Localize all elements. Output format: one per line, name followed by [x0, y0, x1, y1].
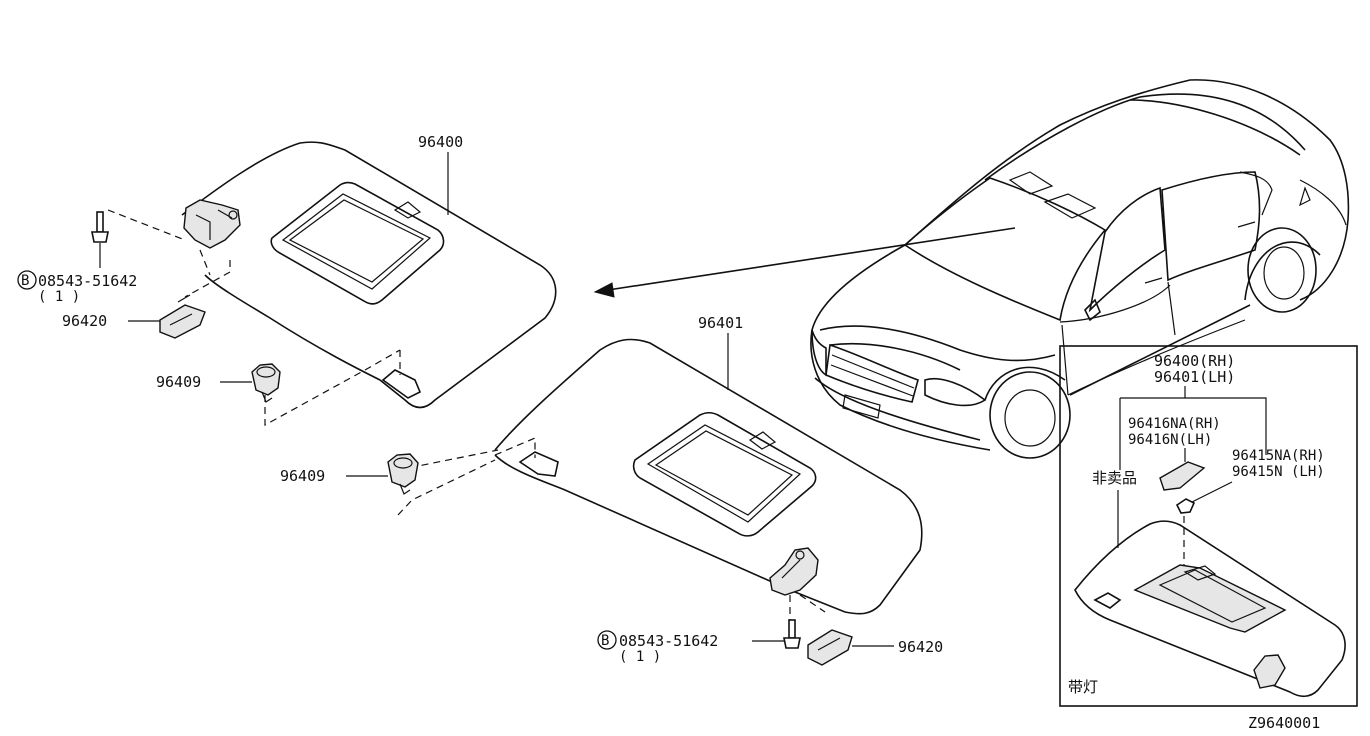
- label-bolt-bottom: B 08543-51642 ( 1 ): [597, 630, 784, 665]
- svg-text:96401: 96401: [698, 314, 743, 332]
- inset-label-visor-rh: 96400(RH): [1154, 352, 1235, 370]
- svg-text:96420: 96420: [898, 638, 943, 656]
- svg-text:96400: 96400: [418, 133, 463, 151]
- bolt-top: [91, 211, 109, 268]
- svg-text:B: B: [21, 273, 29, 289]
- svg-text:08543-51642: 08543-51642: [38, 272, 137, 290]
- inset-box: 96400(RH) 96401(LH) 96416NA(RH) 96416N(L…: [1059, 345, 1358, 707]
- label-bolt-top: B 08543-51642 ( 1 ): [17, 270, 137, 305]
- inset-label-with-lamp: 带灯: [1068, 678, 1098, 696]
- holder-bottom: [387, 453, 419, 495]
- label-96400: 96400: [418, 133, 463, 215]
- label-96401: 96401: [698, 314, 743, 390]
- location-arrow: [593, 227, 1016, 298]
- sun-visor-lh: [494, 338, 923, 615]
- svg-text:96409: 96409: [280, 467, 325, 485]
- label-holder-top: 96409: [156, 373, 252, 391]
- svg-text:( 1 ): ( 1 ): [38, 289, 80, 305]
- inset-label-mirror-lh: 96416N(LH): [1128, 432, 1212, 448]
- inset-label-mirror-rh: 96416NA(RH): [1128, 416, 1221, 432]
- sun-visor-rh: [181, 141, 557, 409]
- inset-label-lamp-lh: 96415N (LH): [1232, 464, 1325, 480]
- label-bracket-bottom: 96420: [852, 638, 943, 656]
- svg-text:( 1 ): ( 1 ): [619, 649, 661, 665]
- inset-label-not-sold: 非卖品: [1092, 469, 1137, 487]
- holder-top: [251, 363, 281, 403]
- car-illustration: [810, 79, 1350, 459]
- svg-text:96409: 96409: [156, 373, 201, 391]
- bracket-top: [159, 294, 206, 339]
- bolt-bottom: [783, 619, 801, 649]
- svg-text:96420: 96420: [62, 312, 107, 330]
- label-bracket-top: 96420: [62, 312, 160, 330]
- label-holder-bottom: 96409: [280, 467, 388, 485]
- svg-text:B: B: [601, 633, 609, 649]
- bracket-bottom: [807, 629, 853, 666]
- inset-label-visor-lh: 96401(LH): [1154, 368, 1235, 386]
- diagram-code: Z9640001: [1248, 714, 1320, 732]
- inset-label-lamp-rh: 96415NA(RH): [1232, 448, 1325, 464]
- svg-text:08543-51642: 08543-51642: [619, 632, 718, 650]
